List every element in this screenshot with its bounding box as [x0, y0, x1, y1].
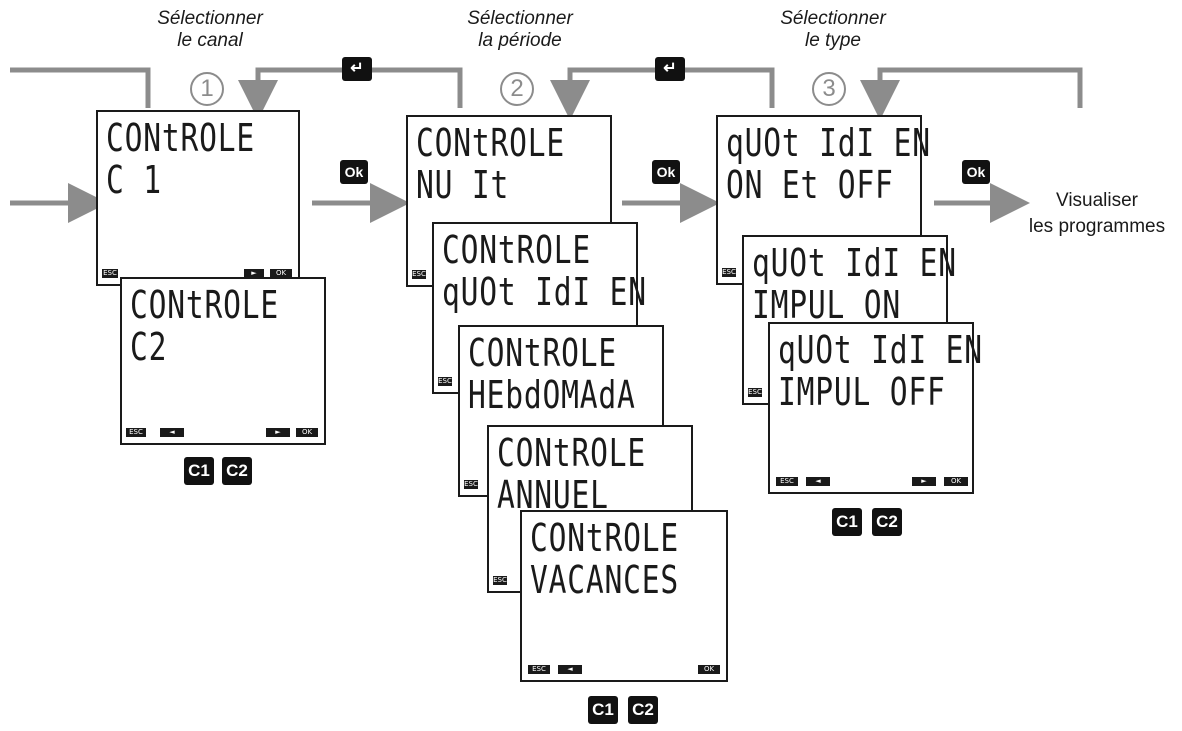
lcd-line2: VACANCES [530, 558, 680, 602]
softkey-esc[interactable]: ESC [493, 576, 507, 585]
lcd-screen-channel-c2: CONtROLE C2 ESC ◄ ► OK [120, 277, 326, 445]
result-line2: les programmes [1028, 216, 1166, 237]
lcd-line2: HEbdOMAdA [468, 373, 636, 417]
softkey-esc[interactable]: ESC [412, 270, 426, 279]
lcd-line1: qUOt IdI EN [726, 121, 931, 165]
softkey-esc[interactable]: ESC [528, 665, 550, 674]
result-line1: Visualiser [1055, 190, 1139, 211]
softkey-esc[interactable]: ESC [776, 477, 798, 486]
softkey-ok[interactable]: OK [698, 665, 720, 674]
lcd-screen-channel-c1: CONtROLE C 1 ESC ► OK [96, 110, 300, 286]
lcd-line2: NU It [416, 163, 510, 207]
return-button-2[interactable]: ↵ [655, 57, 685, 81]
return-loop-3 [860, 67, 1083, 120]
lcd-line1: CONtROLE [416, 121, 566, 165]
step-3-label: Sélectionner le type [768, 8, 898, 52]
lcd-line1: CONtROLE [468, 331, 618, 375]
softkey-esc[interactable]: ESC [126, 428, 146, 437]
step-2-label-line1: Sélectionner [467, 8, 573, 29]
lcd-line2: IMPUL ON [752, 283, 902, 327]
softkey-right[interactable]: ► [912, 477, 936, 486]
step-1-label-line2: le canal [177, 30, 243, 51]
softkey-ok[interactable]: OK [270, 269, 292, 278]
softkey-right[interactable]: ► [244, 269, 264, 278]
softkey-left[interactable]: ◄ [558, 665, 582, 674]
lcd-line2: ON Et OFF [726, 163, 894, 207]
softkey-right[interactable]: ► [266, 428, 290, 437]
lcd-line1: qUOt IdI EN [752, 241, 957, 285]
softkey-ok[interactable]: OK [944, 477, 968, 486]
lcd-screen-period-vacances: CONtROLE VACANCES ESC ◄ OK [520, 510, 728, 682]
step-3-label-line1: Sélectionner [780, 8, 886, 29]
c1-button-step2[interactable]: C1 [588, 696, 618, 724]
step-1-label-line1: Sélectionner [157, 8, 263, 29]
c2-button-step2[interactable]: C2 [628, 696, 658, 724]
ok-button-1[interactable]: Ok [340, 160, 368, 184]
softkey-left[interactable]: ◄ [160, 428, 184, 437]
softkey-esc[interactable]: ESC [748, 388, 762, 397]
lcd-line2: C2 [130, 325, 168, 369]
c1-button-step1[interactable]: C1 [184, 457, 214, 485]
softkey-esc[interactable]: ESC [102, 269, 118, 278]
lcd-line1: CONtROLE [106, 116, 256, 160]
lcd-line2: C 1 [106, 158, 162, 202]
loop-line-left [10, 67, 151, 108]
step-1-number: 1 [190, 72, 224, 106]
softkey-esc[interactable]: ESC [722, 268, 736, 277]
c1-button-step3[interactable]: C1 [832, 508, 862, 536]
softkey-ok[interactable]: OK [296, 428, 318, 437]
lcd-line1: CONtROLE [130, 283, 280, 327]
step-3-label-line2: le type [805, 30, 861, 51]
result-text: Visualiser les programmes [1012, 188, 1182, 240]
lcd-line2: ANNUEL [497, 473, 609, 517]
lcd-line2: IMPUL OFF [778, 370, 946, 414]
c2-button-step1[interactable]: C2 [222, 457, 252, 485]
step-3-number: 3 [812, 72, 846, 106]
lcd-line2: qUOt IdI EN [442, 270, 647, 314]
lcd-line1: CONtROLE [497, 431, 647, 475]
lcd-screen-type-impul-off: qUOt IdI EN IMPUL OFF ESC ◄ ► OK [768, 322, 982, 494]
step-2-label: Sélectionner la période [455, 8, 585, 52]
return-button-1[interactable]: ↵ [342, 57, 372, 81]
softkey-esc[interactable]: ESC [438, 377, 452, 386]
step-2-number: 2 [500, 72, 534, 106]
softkey-left[interactable]: ◄ [806, 477, 830, 486]
lcd-line1: qUOt IdI EN [778, 328, 983, 372]
ok-button-3[interactable]: Ok [962, 160, 990, 184]
lcd-line1: CONtROLE [530, 516, 680, 560]
step-2-label-line2: la période [478, 30, 562, 51]
c2-button-step3[interactable]: C2 [872, 508, 902, 536]
ok-button-2[interactable]: Ok [652, 160, 680, 184]
lcd-line1: CONtROLE [442, 228, 592, 272]
softkey-esc[interactable]: ESC [464, 480, 478, 489]
step-1-label: Sélectionner le canal [145, 8, 275, 52]
